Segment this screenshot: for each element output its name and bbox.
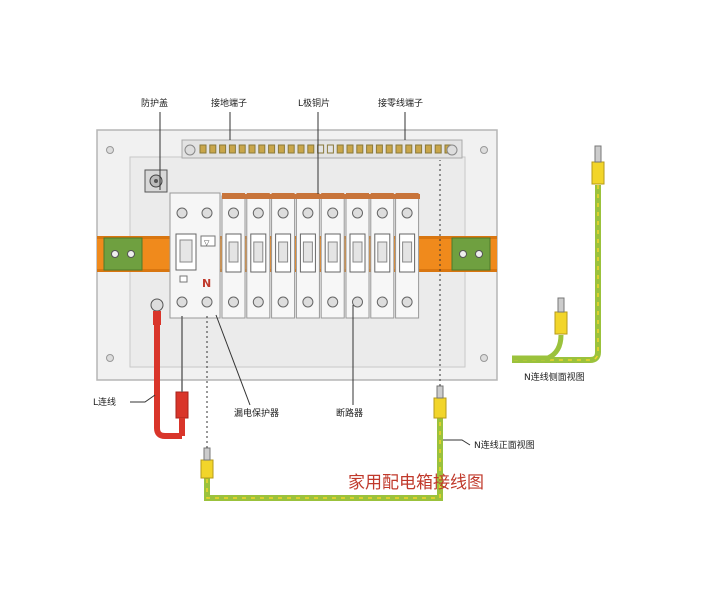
strip-screw [307, 144, 315, 154]
label-l-busbar: L极铜片 [298, 97, 330, 109]
rcd-switch-mark: ▽ [204, 239, 210, 247]
rcd-module [169, 192, 221, 319]
diagram-title: 家用配电箱接线图 [348, 473, 484, 493]
strip-screw [228, 144, 236, 154]
breaker [221, 193, 246, 319]
strip-screw [287, 144, 295, 154]
leader-lines [130, 112, 471, 446]
strip-screw [356, 144, 364, 154]
strip-screw [219, 144, 227, 154]
l-busbar [222, 194, 420, 199]
strip-screw [375, 144, 383, 154]
label-cover: 防护盖 [141, 97, 168, 109]
strip-screw [199, 144, 207, 154]
label-ground-terminal: 接地端子 [211, 97, 247, 109]
breaker [395, 193, 420, 319]
strip-screw [248, 144, 256, 154]
ground-clamp-left [103, 237, 143, 271]
strip-screw [434, 144, 442, 154]
breaker [370, 193, 395, 319]
strip-screw [346, 144, 354, 154]
label-breaker: 断路器 [336, 407, 363, 419]
breaker [271, 193, 296, 319]
strip-screw [277, 144, 285, 154]
strip-screw [336, 144, 344, 154]
ground-clamp-right [451, 237, 491, 271]
breaker [295, 193, 320, 319]
strip-screw [366, 144, 374, 154]
strip-screw [415, 144, 423, 154]
terminal-strip [181, 139, 463, 159]
strip-screw [297, 144, 305, 154]
strip-screw [238, 144, 246, 154]
n-wire-side-view [512, 145, 605, 363]
breaker [320, 193, 345, 319]
breaker [246, 193, 271, 319]
protective-cover [144, 169, 168, 193]
strip-screw [209, 144, 217, 154]
label-n-side-view: N连线侧面视图 [524, 371, 585, 383]
strip-screw [385, 144, 393, 154]
n-wire-front [200, 160, 447, 501]
rcd-neutral-mark: N [202, 277, 211, 290]
strip-screw [395, 144, 403, 154]
label-n-front-view: N连线正面视图 [474, 439, 535, 451]
l-wire [150, 298, 189, 439]
label-l-wire: L连线 [93, 396, 116, 408]
label-neutral-terminal: 接零线端子 [378, 97, 423, 109]
strip-screw [268, 144, 276, 154]
strip-screw [326, 144, 334, 154]
breaker [345, 193, 370, 319]
strip-screw [258, 144, 266, 154]
strip-screw [405, 144, 413, 154]
strip-screw [424, 144, 432, 154]
label-rcd: 漏电保护器 [234, 407, 279, 419]
